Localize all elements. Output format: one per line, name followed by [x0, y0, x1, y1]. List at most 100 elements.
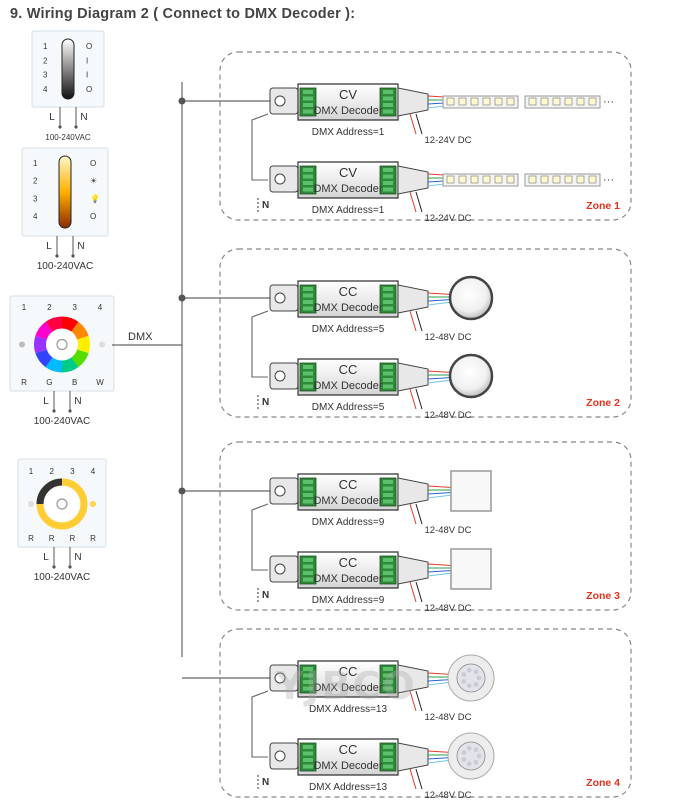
decoder-name-label: DMX Decoder — [313, 760, 382, 772]
output-terminal — [397, 664, 429, 694]
supply-voltage-label: 12-24V DC — [425, 213, 472, 224]
supply-voltage-label: 12-24V DC — [425, 135, 472, 146]
output-terminal — [397, 165, 429, 195]
connector-pin — [383, 293, 393, 298]
led-chip — [576, 97, 585, 106]
decoder-type-label: CV — [339, 165, 357, 180]
key-label: 2 — [49, 467, 54, 476]
supply-voltage-label: 12-48V DC — [425, 410, 472, 421]
decoder-type-label: CC — [339, 664, 358, 679]
connector-pin — [383, 168, 393, 172]
key-label: G — [46, 378, 52, 387]
connector-pin — [383, 571, 393, 575]
terminal-screw — [274, 485, 286, 497]
led-chip — [470, 175, 479, 184]
connector-pin — [303, 571, 313, 575]
dmx-address-label: DMX Address=13 — [309, 704, 388, 715]
supply-wire — [415, 581, 423, 603]
led-chip — [446, 97, 455, 106]
wire-end — [68, 565, 72, 569]
connector-pin — [383, 187, 393, 192]
voltage-label: 100-240VAC — [34, 416, 91, 427]
connector-pin — [303, 365, 313, 369]
terminal-screw — [274, 563, 286, 575]
led-chip — [564, 175, 573, 184]
connector-pin — [303, 758, 313, 762]
led-dot — [476, 675, 482, 681]
output-connector — [379, 362, 397, 392]
connector-pin — [383, 287, 393, 291]
connector-pin — [303, 103, 313, 107]
connector-pin — [303, 499, 313, 504]
led-chip — [458, 97, 467, 106]
connector-pin — [383, 758, 393, 762]
line-label: L — [46, 241, 52, 252]
zone-boundary — [219, 248, 632, 418]
input-connector — [299, 742, 317, 772]
dmx-address-label: DMX Address=13 — [309, 782, 388, 793]
diagram-title: 9. Wiring Diagram 2 ( Connect to DMX Dec… — [10, 6, 356, 22]
connector-pin — [303, 384, 313, 389]
led-dot — [461, 672, 467, 677]
supply-wire — [409, 310, 417, 332]
round-downlight-icon — [448, 353, 494, 399]
decoder-case — [297, 738, 399, 776]
daisy-chain-wire — [251, 310, 269, 378]
led-chip — [564, 97, 573, 106]
output-terminal — [397, 555, 429, 585]
voltage-label: 100-240VAC — [37, 261, 94, 272]
power-icon — [56, 338, 68, 351]
terminal-screw — [274, 173, 286, 185]
key-label: O — [90, 212, 96, 221]
connector-pin — [383, 577, 393, 582]
key-label: 1 — [22, 303, 27, 312]
led-dot — [466, 683, 472, 689]
dmx-address-label: DMX Address=9 — [312, 517, 385, 528]
connector-pin — [303, 181, 313, 185]
connector-pin — [303, 168, 313, 172]
led-chip — [494, 175, 503, 184]
led-chip — [506, 175, 515, 184]
connector-pin — [303, 90, 313, 94]
key-label: R — [69, 534, 75, 543]
led-chip — [506, 97, 515, 106]
supply-wire — [415, 388, 423, 410]
neutral-label: N — [74, 396, 81, 407]
key-label: 4 — [33, 212, 38, 221]
led-chip — [540, 97, 549, 106]
connector-pin — [383, 499, 393, 504]
bulb-icon — [19, 341, 25, 348]
supply-voltage-label: 12-48V DC — [425, 712, 472, 723]
led-chip — [576, 175, 585, 184]
wire-end — [55, 254, 59, 258]
key-label: R — [28, 534, 34, 543]
led-dot — [466, 667, 472, 673]
terminal-screw — [274, 95, 286, 107]
key-label: I — [86, 56, 88, 65]
connector-pin — [383, 378, 393, 382]
supply-wire — [409, 191, 417, 213]
color-wheel-segment — [62, 316, 79, 332]
output-connector — [379, 284, 397, 314]
key-label: R — [90, 534, 96, 543]
connector-pin — [303, 109, 313, 114]
terminator-label: N — [262, 777, 269, 788]
strip-continuation: ··· — [603, 174, 614, 186]
connector-pin — [383, 564, 393, 569]
decoder-case — [297, 660, 399, 698]
key-label: O — [86, 42, 92, 51]
decoder-name-label: DMX Decoder — [313, 573, 382, 585]
connector-pin — [303, 680, 313, 684]
connector-pin — [383, 174, 393, 179]
connector-pin — [303, 745, 313, 749]
input-connector — [299, 284, 317, 314]
led-strip: ··· — [442, 173, 614, 187]
power-icon — [56, 498, 68, 510]
decoder-type-label: CC — [339, 477, 358, 492]
led-chip — [446, 175, 455, 184]
input-connector — [299, 165, 317, 195]
led-chip — [552, 97, 561, 106]
supply-wire — [415, 503, 423, 525]
